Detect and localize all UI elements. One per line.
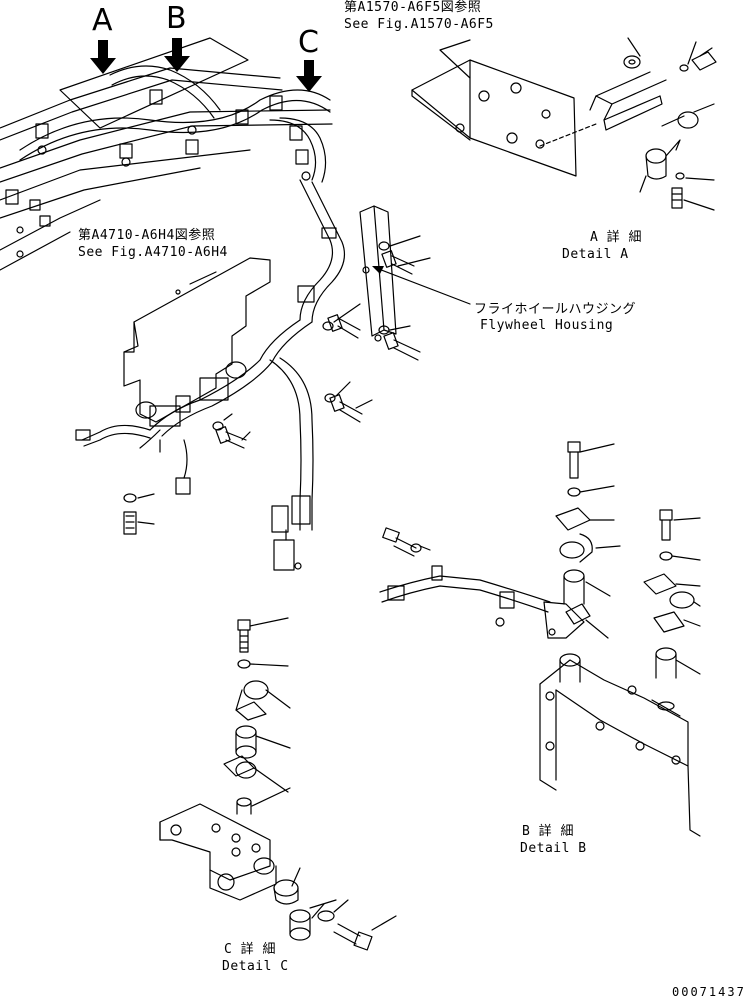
ref-a4710-en: See Fig.A4710-A6H4 bbox=[78, 245, 228, 260]
detail-b-title-en: Detail B bbox=[520, 841, 587, 856]
engine-frame-assembly bbox=[0, 37, 333, 271]
flywheel-housing-jp: フライホイールハウジング bbox=[474, 302, 637, 317]
callout-label-a: A bbox=[92, 3, 113, 38]
detail-a-title-jp: A 詳 細 bbox=[590, 230, 642, 245]
callout-label-c: C bbox=[298, 25, 319, 60]
flywheel-leader bbox=[372, 266, 471, 305]
left-fasteners bbox=[123, 493, 155, 535]
detail-c-title-jp: C 詳 細 bbox=[224, 942, 276, 957]
flywheel-fasteners bbox=[212, 235, 431, 449]
ref-leader-a4710 bbox=[189, 271, 217, 285]
callout-label-b: B bbox=[166, 1, 187, 36]
detail-b-title-jp: B 詳 細 bbox=[522, 824, 574, 839]
detail-b-drawing bbox=[379, 441, 701, 837]
flywheel-housing-bracket bbox=[359, 205, 397, 342]
ref-leader-a1570 bbox=[439, 39, 471, 79]
ref-a4710-jp: 第A4710-A6H4図参照 bbox=[78, 228, 216, 243]
flywheel-housing-en: Flywheel Housing bbox=[480, 318, 614, 333]
callout-arrow-c bbox=[296, 60, 322, 92]
drawing-number: 00071437 bbox=[672, 985, 746, 999]
ref-a1570-jp: 第A1570-A6F5図参照 bbox=[344, 0, 482, 15]
detail-c-title-en: Detail C bbox=[222, 959, 289, 974]
callout-arrow-b bbox=[164, 38, 190, 72]
left-bracket-plate bbox=[75, 257, 271, 495]
detail-a-drawing bbox=[411, 37, 717, 211]
detail-c-drawing bbox=[159, 617, 397, 951]
callout-arrow-a bbox=[90, 40, 116, 74]
detail-a-title-en: Detail A bbox=[562, 247, 629, 262]
ref-a1570-en: See Fig.A1570-A6F5 bbox=[344, 17, 494, 32]
